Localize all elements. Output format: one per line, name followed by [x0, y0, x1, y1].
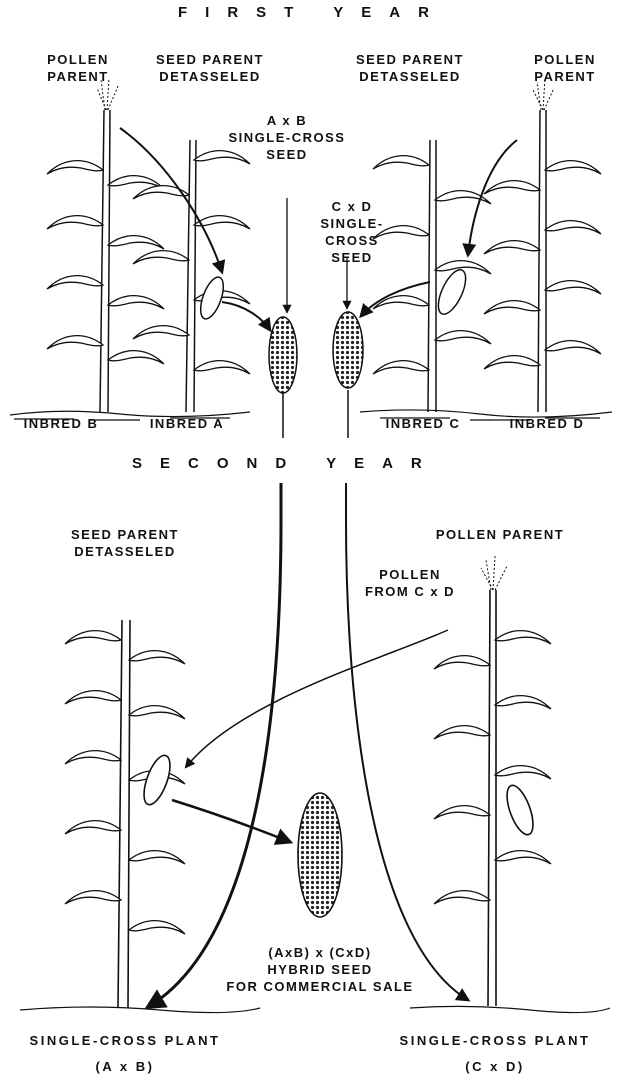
cd-single-cross-seed — [333, 312, 363, 388]
lineage-lines — [148, 390, 468, 1007]
inbred-c-label: INBRED C — [368, 415, 478, 432]
single-cross-plant-ab-label: SINGLE-CROSS PLANT (A x B) — [0, 1028, 250, 1080]
pollen-parent-label: POLLEN PARENT — [410, 526, 590, 543]
inbred-a-label: INBRED A — [132, 415, 242, 432]
plant-inbred-c — [373, 140, 491, 412]
plant-inbred-d — [484, 78, 601, 412]
second-year-heading: SECOND YEAR — [132, 455, 440, 472]
plant-inbred-b — [47, 78, 164, 412]
seed-parent-right-label: SEED PARENT DETASSELED — [340, 51, 480, 85]
ground-second-year — [20, 1006, 610, 1012]
hybrid-seed-label: (AxB) x (CxD) HYBRID SEED FOR COMMERCIAL… — [205, 944, 435, 995]
single-cross-plant-cd-label: SINGLE-CROSS PLANT (C x D) — [370, 1028, 620, 1080]
ab-seed-label: A x B SINGLE-CROSS SEED — [222, 112, 352, 163]
single-cross-plant-ab — [65, 620, 185, 1008]
inbred-d-label: INBRED D — [487, 415, 607, 432]
single-cross-plant-cd — [434, 556, 551, 1006]
first-year-heading: FIRST YEAR — [178, 4, 447, 21]
pollen-from-cd-label: POLLEN FROM C x D — [355, 566, 465, 600]
ab-single-cross-seed — [269, 317, 297, 393]
pollen-parent-left-label: POLLEN PARENT — [28, 51, 128, 85]
pollen-parent-right-label: POLLEN PARENT — [515, 51, 615, 85]
seed-parent-detasseled-label: SEED PARENT DETASSELED — [55, 526, 195, 560]
inbred-b-label: INBRED B — [6, 415, 116, 432]
cd-seed-label: C x D SINGLE-CROSS SEED — [297, 198, 407, 266]
hybrid-seed — [298, 793, 342, 917]
seed-parent-left-label: SEED PARENT DETASSELED — [140, 51, 280, 85]
